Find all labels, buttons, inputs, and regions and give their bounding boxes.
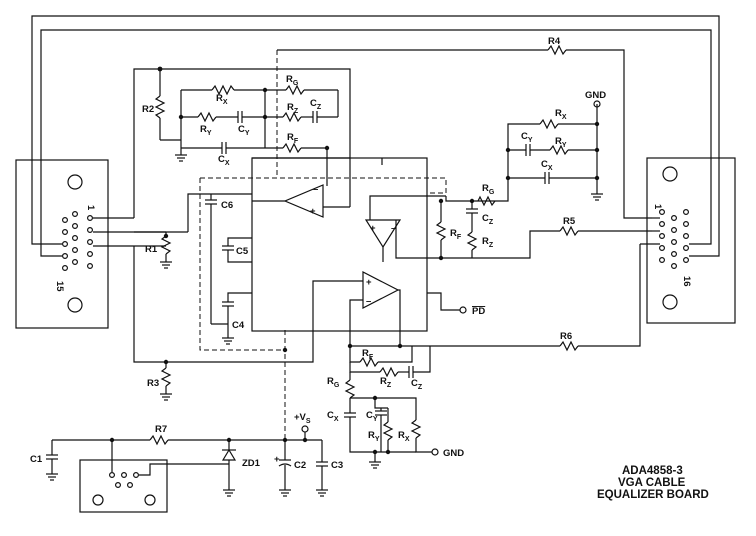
label-c2: C2 bbox=[294, 460, 306, 471]
amplifier-ic-outline bbox=[251, 157, 428, 332]
label-rg-mid: RG bbox=[482, 183, 495, 196]
svg-text:+: + bbox=[310, 206, 316, 217]
label-ry-bottom: RY bbox=[368, 430, 380, 443]
label-rf-bottom: RF bbox=[362, 348, 374, 361]
board-subtitle-2: EQUALIZER BOARD bbox=[597, 489, 709, 501]
label-r2: R2 bbox=[142, 104, 154, 115]
svg-text:+: + bbox=[370, 223, 376, 234]
label-rz-bottom: RZ bbox=[380, 376, 392, 389]
label-rf-top: RF bbox=[287, 132, 299, 145]
label-cx-left: CX bbox=[218, 154, 230, 167]
right-connector-pin-1: 1 bbox=[652, 204, 663, 210]
label-c5: C5 bbox=[236, 246, 249, 257]
label-c6: C6 bbox=[221, 200, 233, 211]
label-c3: C3 bbox=[331, 460, 343, 471]
label-ry-left: RY bbox=[200, 124, 212, 137]
label-zd1: ZD1 bbox=[242, 458, 261, 469]
label-c1: C1 bbox=[30, 454, 43, 465]
label-rg-bottom: RG bbox=[327, 376, 340, 389]
label-cz-bottom: CZ bbox=[411, 378, 423, 391]
opamp-bottom bbox=[362, 271, 400, 309]
label-rx-left: RX bbox=[216, 93, 228, 106]
label-gnd-right: GND bbox=[585, 90, 606, 101]
label-rx-right: RX bbox=[555, 108, 567, 121]
label-gnd-bottom: GND bbox=[443, 448, 464, 459]
label-rx-bottom: RX bbox=[398, 430, 410, 443]
label-rf-mid: RF bbox=[450, 228, 462, 241]
label-ry-right: RY bbox=[555, 136, 567, 149]
label-rg-top: RG bbox=[286, 74, 299, 87]
label-cz-mid: CZ bbox=[482, 213, 494, 226]
right-vga-connector: 1 16 bbox=[646, 157, 736, 324]
left-connector-pin-1: 1 bbox=[85, 205, 96, 211]
label-r4: R4 bbox=[548, 36, 561, 47]
svg-text:–: – bbox=[366, 296, 371, 307]
board-subtitle-1: VGA CABLE bbox=[618, 477, 686, 489]
label-c4: C4 bbox=[232, 320, 245, 331]
label-pd: PD bbox=[472, 306, 485, 317]
label-vs: +VS bbox=[294, 412, 311, 425]
label-cx-bottom: CX bbox=[327, 410, 339, 423]
label-cx-right: CX bbox=[541, 159, 553, 172]
svg-text:+: + bbox=[366, 277, 372, 288]
label-r5: R5 bbox=[563, 216, 576, 227]
label-r1: R1 bbox=[145, 244, 158, 255]
label-r3: R3 bbox=[147, 378, 159, 389]
label-rz-top: RZ bbox=[287, 102, 299, 115]
power-jack-outline bbox=[79, 459, 168, 513]
left-connector-pin-15: 15 bbox=[54, 281, 65, 292]
left-vga-connector: 1 15 bbox=[15, 159, 109, 329]
label-r7: R7 bbox=[155, 424, 167, 435]
label-rz-mid: RZ bbox=[482, 236, 494, 249]
label-cz-top: CZ bbox=[310, 98, 322, 111]
svg-text:–: – bbox=[313, 184, 318, 195]
label-r6: R6 bbox=[560, 331, 572, 342]
opamp-top bbox=[283, 184, 324, 218]
right-connector-pin-16: 16 bbox=[681, 276, 692, 287]
wire-outer-top bbox=[31, 15, 720, 170]
svg-text:–: – bbox=[391, 223, 396, 234]
svg-text:+: + bbox=[274, 454, 280, 465]
label-cy-right: CY bbox=[521, 131, 533, 144]
board-title: ADA4858-3 bbox=[622, 465, 683, 477]
label-cy-bottom: CY bbox=[366, 410, 378, 423]
wire-outer-second bbox=[40, 29, 712, 170]
label-cy-left: CY bbox=[238, 124, 250, 137]
opamp-middle bbox=[364, 219, 402, 249]
